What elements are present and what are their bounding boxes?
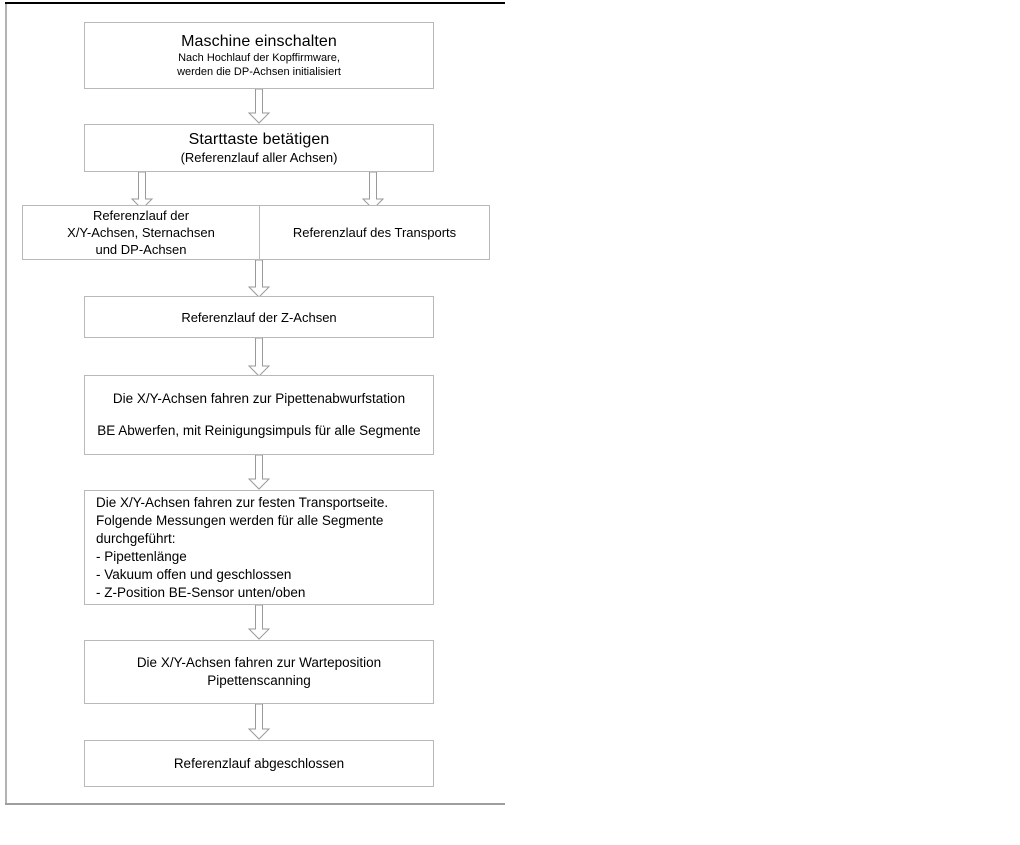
node-ref-complete: Referenzlauf abgeschlossen xyxy=(84,740,434,787)
node-machine-on-subline-2: werden die DP-Achsen initialisiert xyxy=(177,66,341,78)
page-frame-bottom-border xyxy=(5,803,505,805)
node-start-button: Starttaste betätigen (Referenzlauf aller… xyxy=(84,124,434,172)
connector-arrow-c7 xyxy=(243,605,275,640)
connector-arrow-c6 xyxy=(243,455,275,490)
connector-arrow-c8 xyxy=(243,704,275,740)
node-wait-position-line-1: Die X/Y-Achsen fahren zur Warteposition xyxy=(136,655,382,670)
node-wait-position: Die X/Y-Achsen fahren zur Warteposition … xyxy=(84,640,434,704)
node-transport-side-measurements-line-4: - Pipettenlänge xyxy=(96,548,187,564)
node-transport-side-measurements-line-5: - Vakuum offen und geschlossen xyxy=(96,566,292,582)
node-pipette-dropoff-line-1: Die X/Y-Achsen fahren zur Pipettenabwurf… xyxy=(112,391,406,406)
node-ref-z: Referenzlauf der Z-Achsen xyxy=(84,296,434,338)
node-transport-side-measurements: Die X/Y-Achsen fahren zur festen Transpo… xyxy=(84,490,434,605)
node-machine-on-subline-1: Nach Hochlauf der Kopffirmware, xyxy=(178,52,340,64)
node-start-button-title: Starttaste betätigen xyxy=(188,131,330,148)
connector-arrow-c1 xyxy=(243,89,275,124)
node-wait-position-line-2: Pipettenscanning xyxy=(207,673,311,688)
node-ref-xy-star-dp-line-1: Referenzlauf der xyxy=(92,208,190,223)
node-ref-transport-line-1: Referenzlauf des Transports xyxy=(292,225,457,240)
node-transport-side-measurements-line-3: durchgeführt: xyxy=(96,530,176,546)
connector-arrow-c5 xyxy=(243,338,275,377)
connector-arrow-c2 xyxy=(126,172,158,210)
node-ref-transport: Referenzlauf des Transports xyxy=(259,205,490,260)
page-frame-top-border xyxy=(5,2,505,4)
node-machine-on: Maschine einschalten Nach Hochlauf der K… xyxy=(84,22,434,89)
node-start-button-subline-1: (Referenzlauf aller Achsen) xyxy=(180,150,338,165)
node-machine-on-title: Maschine einschalten xyxy=(181,33,337,50)
node-ref-z-line-1: Referenzlauf der Z-Achsen xyxy=(181,309,337,325)
page-frame-left-border xyxy=(5,4,7,804)
node-ref-xy-star-dp: Referenzlauf der X/Y-Achsen, Sternachsen… xyxy=(22,205,260,260)
node-transport-side-measurements-line-6: - Z-Position BE-Sensor unten/oben xyxy=(96,584,306,600)
node-ref-complete-line-1: Referenzlauf abgeschlossen xyxy=(173,755,345,771)
connector-arrow-c3 xyxy=(357,172,389,210)
node-ref-xy-star-dp-line-2: X/Y-Achsen, Sternachsen xyxy=(67,225,215,240)
connector-arrow-c4 xyxy=(243,260,275,298)
node-transport-side-measurements-line-1: Die X/Y-Achsen fahren zur festen Transpo… xyxy=(96,494,389,510)
node-pipette-dropoff: Die X/Y-Achsen fahren zur Pipettenabwurf… xyxy=(84,375,434,455)
node-ref-xy-star-dp-line-3: und DP-Achsen xyxy=(95,242,187,257)
node-pipette-dropoff-line-2: BE Abwerfen, mit Reinigungsimpuls für al… xyxy=(97,423,421,438)
node-transport-side-measurements-line-2: Folgende Messungen werden für alle Segme… xyxy=(96,512,384,528)
